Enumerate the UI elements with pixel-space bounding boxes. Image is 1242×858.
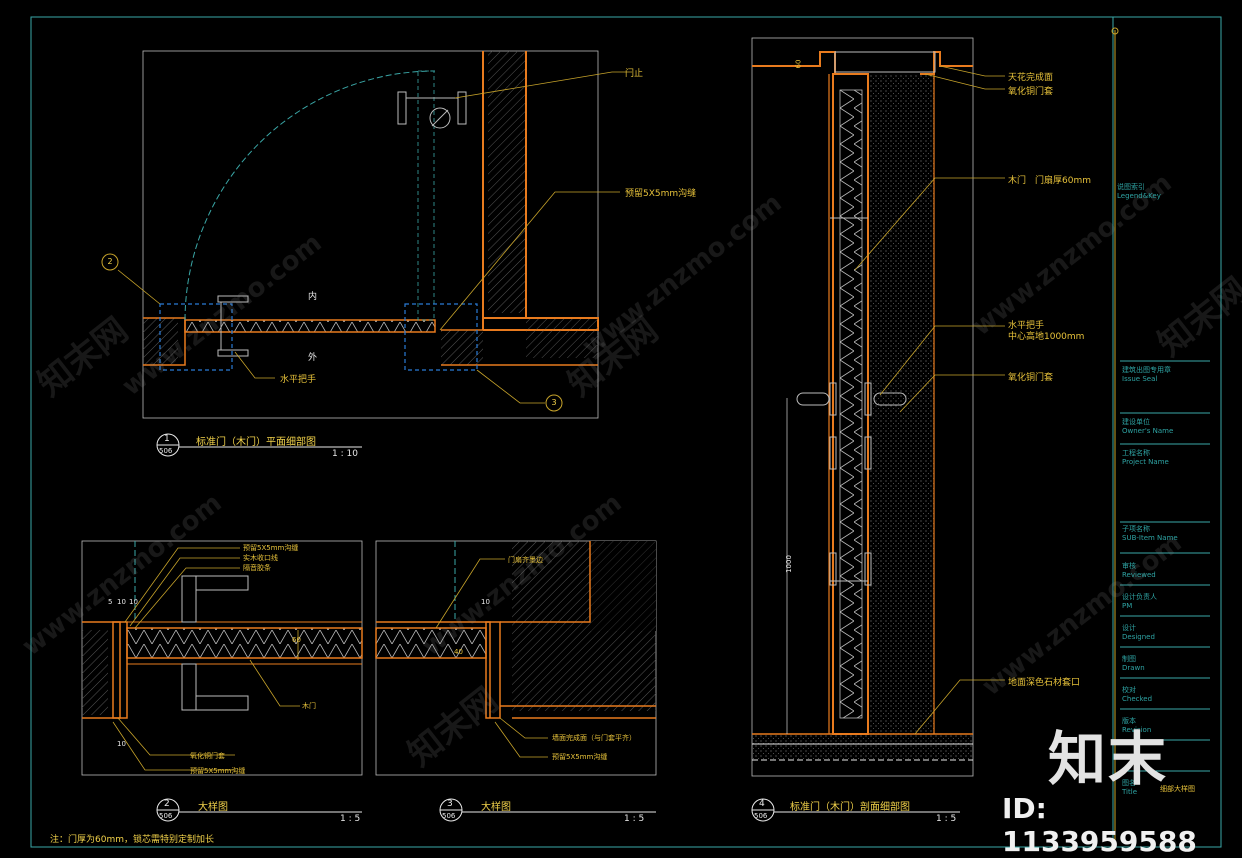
title1-num: 1: [164, 434, 170, 444]
dim-1000: 1000: [784, 555, 793, 573]
label-groove: 预留5X5mm沟缝: [625, 189, 697, 199]
d2-door: 木门: [302, 702, 316, 710]
title3-scale: 1 : 5: [624, 814, 645, 824]
image-id: ID: 1133959588: [1002, 792, 1197, 858]
title3-name: 大样图: [481, 802, 511, 813]
title3-sheet: 506: [442, 812, 456, 820]
brand-logo: 知末: [1048, 725, 1169, 793]
title4-name: 标准门（木门）剖面细部图: [790, 802, 910, 813]
callout-2: 2: [107, 257, 113, 266]
dim-60b: 60: [794, 59, 803, 69]
title4-num: 4: [759, 799, 765, 809]
legend-title-value: 细部大样图: [1160, 785, 1195, 793]
dim-60: 60: [292, 636, 301, 644]
d2-groove: 预留5X5mm沟缝: [243, 544, 299, 552]
dim-10b: 10: [129, 598, 138, 606]
title4-scale: 1 : 5: [936, 814, 957, 824]
title1-sheet: 506: [159, 447, 173, 455]
view1-frame: [142, 50, 599, 419]
label-ceiling: 天花完成面: [1008, 73, 1054, 83]
dim-40: 40: [454, 648, 463, 656]
label-handle: 水平把手: [280, 375, 317, 385]
label-copper-frame: 氧化铜门套: [1008, 87, 1054, 97]
d2-copper: 氧化铜门套: [190, 752, 225, 760]
title2-scale: 1 : 5: [340, 814, 361, 824]
label-door-stop: 门止: [625, 69, 644, 79]
title1-name: 标准门（木门）平面细部图: [196, 437, 316, 448]
dim-10d: 10: [481, 598, 490, 606]
dim-5: 5: [108, 598, 113, 606]
d2-groove2: 预留5X5mm沟缝: [190, 767, 246, 775]
dim-10c: 10: [117, 740, 126, 748]
view4-frame: [751, 37, 974, 777]
label-outside: 外: [308, 353, 318, 363]
label-handle-2a: 水平把手: [1008, 321, 1045, 331]
title2-name: 大样图: [198, 802, 228, 813]
d3-wall: 墙面完成面（与门套平齐）: [552, 734, 636, 742]
label-handle-2b: 中心高地1000mm: [1008, 332, 1085, 342]
drawing-note: 注：门厚为60mm，锁芯需特别定制加长: [50, 835, 214, 845]
sheet-frame: [30, 16, 1222, 848]
label-stone: 地面深色石材套口: [1008, 678, 1081, 688]
callout-3: 3: [551, 398, 557, 407]
title1-scale: 1 : 10: [332, 449, 358, 459]
title2-num: 2: [164, 799, 170, 809]
dim-10a: 10: [117, 598, 126, 606]
label-inside: 内: [308, 292, 318, 302]
d2-seal: 隔音胶条: [243, 564, 271, 572]
d3-align: 门扇齐墨边: [508, 556, 543, 564]
title4-sheet: 506: [754, 812, 768, 820]
d3-groove: 预留5X5mm沟缝: [552, 753, 608, 761]
title3-num: 3: [447, 799, 453, 809]
title2-sheet: 506: [159, 812, 173, 820]
label-wood-door: 木门 门扇厚60mm: [1008, 176, 1091, 186]
d2-trim: 实木收口线: [243, 554, 278, 562]
label-copper-frame-2: 氧化铜门套: [1008, 373, 1054, 383]
